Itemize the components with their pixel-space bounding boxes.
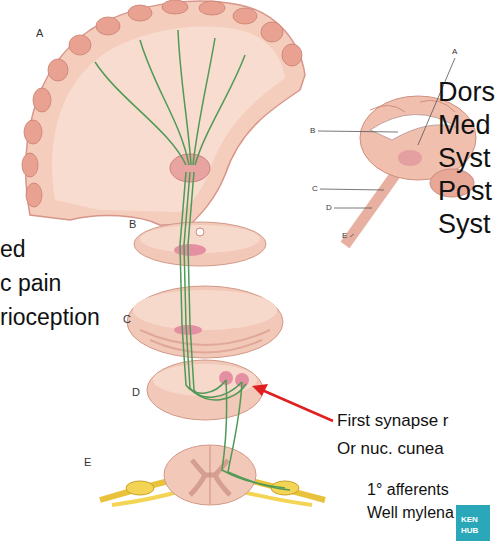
inset-letter: E (342, 232, 347, 240)
callout-text: First synapse r (337, 412, 448, 429)
inset-letter: B (310, 127, 315, 135)
side-note: c pain (0, 272, 61, 295)
watermark: KEN (461, 516, 478, 524)
title-fragment: Dors (438, 79, 495, 106)
side-note: rioception (0, 306, 100, 329)
pointer-arrow (252, 384, 333, 421)
title-fragment: Syst (438, 145, 491, 172)
brain-slice (26, 1, 305, 225)
section-e (164, 445, 256, 505)
section-c (127, 286, 283, 358)
cortical-gyri (22, 0, 302, 207)
title-fragment: Med (438, 112, 491, 139)
title-fragment: Post (438, 178, 492, 205)
section-letter: E (84, 457, 91, 468)
section-d (147, 360, 263, 420)
callout-text: Or nuc. cunea (337, 440, 444, 457)
section-letter: B (129, 219, 136, 230)
section-b (134, 222, 266, 266)
section-letter: A (36, 28, 43, 39)
watermark: HUB (461, 527, 478, 535)
pathway-fibers (95, 30, 290, 490)
inset-letter: C (312, 185, 318, 193)
section-letter: D (132, 387, 140, 398)
section-letter: C (123, 314, 131, 325)
title-fragment: Syst (438, 211, 491, 238)
inset-leaders (318, 58, 455, 237)
white-matter (52, 27, 285, 212)
watermark-box (456, 505, 490, 541)
callout-text: 1° afferents (367, 482, 449, 498)
inset-letter: A (452, 48, 457, 56)
inset-letter: D (326, 204, 332, 212)
side-note: ed (0, 238, 26, 261)
callout-text: Well mylena (367, 505, 454, 521)
